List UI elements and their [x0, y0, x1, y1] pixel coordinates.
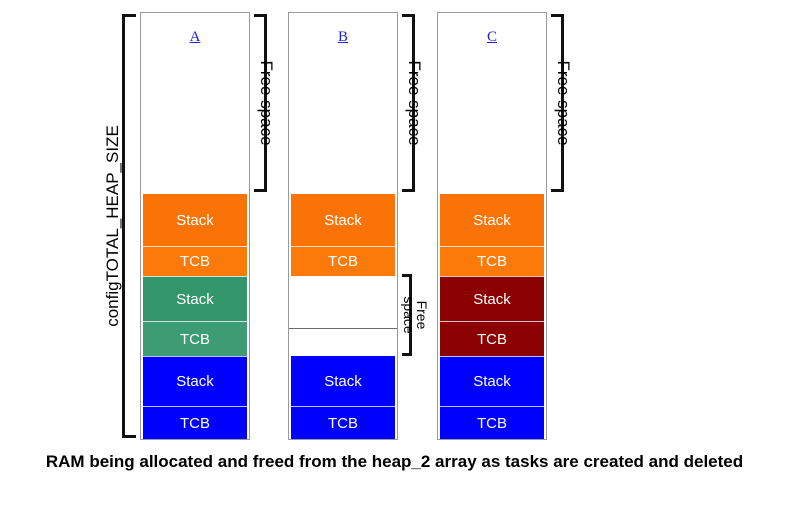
heap-allocation-diagram: configTOTAL_HEAP_SIZE A Stack TCB Stack …	[103, 12, 573, 440]
free-space-label-b-top: Free space	[405, 60, 424, 146]
block-stack-green: Stack	[143, 276, 247, 321]
free-space-bracket-b-top	[402, 14, 415, 192]
heap-column-b: B Stack TCB Stack TCB	[288, 12, 398, 440]
free-space-bracket-b-middle	[402, 274, 412, 356]
block-stack-blue: Stack	[291, 356, 395, 406]
column-label-b: B	[337, 29, 348, 45]
block-tcb-orange: TCB	[291, 246, 395, 276]
free-space-bracket-a	[254, 14, 267, 192]
block-tcb-orange: TCB	[143, 246, 247, 276]
block-stack-blue: Stack	[440, 356, 544, 406]
free-space-label-b-middle: Free space	[401, 296, 430, 334]
free-space-bracket-c	[551, 14, 564, 192]
block-tcb-green: TCB	[143, 321, 247, 356]
heap-column-c: C Stack TCB Stack TCB Stack TCB	[437, 12, 547, 440]
total-heap-size-bracket	[122, 14, 136, 438]
block-tcb-orange: TCB	[440, 246, 544, 276]
block-tcb-blue: TCB	[143, 406, 247, 439]
figure-caption: RAM being allocated and freed from the h…	[45, 452, 744, 471]
free-block-divider	[289, 328, 397, 329]
block-stack-orange: Stack	[291, 194, 395, 246]
column-label-a: A	[189, 29, 201, 45]
block-stack-orange: Stack	[440, 194, 544, 246]
free-space-label-c: Free space	[554, 60, 573, 146]
block-tcb-blue: TCB	[291, 406, 395, 439]
column-label-c: C	[486, 29, 497, 45]
block-stack-maroon: Stack	[440, 276, 544, 321]
block-tcb-blue: TCB	[440, 406, 544, 439]
total-heap-size-label: configTOTAL_HEAP_SIZE	[103, 125, 122, 327]
block-stack-blue: Stack	[143, 356, 247, 406]
free-space-label-a: Free space	[257, 60, 276, 146]
block-stack-orange: Stack	[143, 194, 247, 246]
heap-column-a: A Stack TCB Stack TCB Stack TCB	[140, 12, 250, 440]
block-tcb-maroon: TCB	[440, 321, 544, 356]
